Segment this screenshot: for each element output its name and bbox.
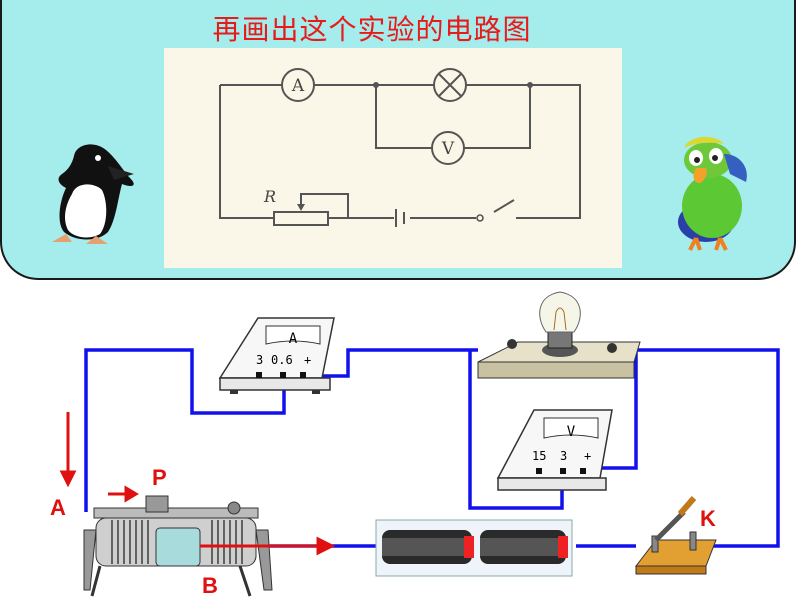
label-k: K [700,506,716,531]
voltmeter: V 15 3 + [496,409,613,491]
voltmeter-terminal-3: 3 [560,449,567,463]
voltmeter-face: V [567,424,576,440]
circuit-schematic: A V R [164,48,622,268]
page-title: 再画出这个实验的电路图 [212,13,532,46]
ammeter: A 3 0.6 + [218,317,335,394]
rheostat-icon [83,495,273,597]
rheostat-symbol-label: R [263,187,276,206]
ammeter-face: A [289,331,298,347]
label-p: P [152,465,167,490]
ammeter-terminal-plus: + [304,353,311,367]
voltmeter-terminal-plus: + [584,449,591,463]
ammeter-terminal-3: 3 [256,353,263,367]
knife-switch-icon [634,496,717,575]
light-bulb-icon [477,291,641,379]
ammeter-terminal-0.6: 0.6 [271,353,293,367]
voltmeter-symbol: V [441,139,455,159]
top-panel: 再画出这个实验的电路图 [0,0,796,280]
current-arrows [59,412,336,556]
ammeter-symbol: A [291,76,305,96]
voltmeter-terminal-15: 15 [532,449,546,463]
battery-icon [375,519,573,577]
parrot-icon [678,136,747,251]
penguin-icon [52,144,134,244]
physical-circuit: A 3 0.6 + V 15 3 + [59,291,780,597]
label-b: B [202,573,218,598]
label-a: A [50,495,66,520]
